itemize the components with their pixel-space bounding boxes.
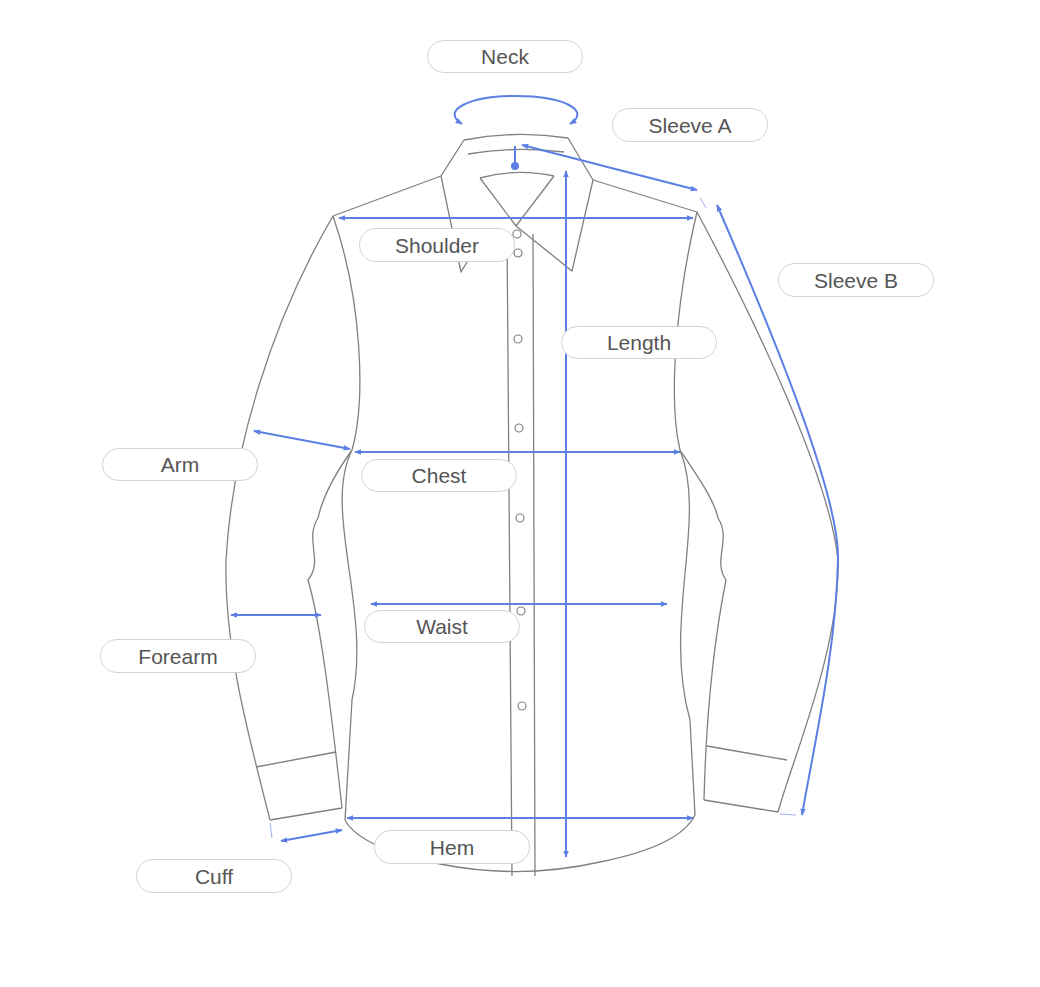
sleeve-left-inner bbox=[308, 450, 352, 808]
label-text: Sleeve B bbox=[814, 270, 898, 291]
measure-label: Waist bbox=[364, 610, 520, 643]
neck-mark bbox=[514, 146, 516, 164]
measure-arrows bbox=[231, 96, 838, 857]
measure-label: Sleeve A bbox=[612, 108, 768, 142]
shirt-outline bbox=[226, 134, 838, 876]
label-text: Cuff bbox=[195, 866, 233, 887]
sleeve-right-outer bbox=[697, 212, 838, 812]
sleeve-left-outer bbox=[226, 216, 333, 820]
measure-label: Arm bbox=[102, 448, 258, 481]
measure-label: Chest bbox=[361, 459, 517, 492]
tick bbox=[780, 814, 796, 815]
cuff-right bbox=[704, 746, 787, 812]
button bbox=[514, 335, 522, 343]
measure-label: Cuff bbox=[136, 859, 292, 893]
measure-label: Forearm bbox=[100, 639, 256, 673]
button bbox=[517, 607, 525, 615]
hem-curve bbox=[345, 815, 695, 872]
label-text: Sleeve A bbox=[649, 115, 732, 136]
neck-arrow bbox=[455, 96, 578, 124]
measure-label: Length bbox=[561, 326, 717, 359]
button bbox=[514, 249, 522, 257]
shoulder-left bbox=[333, 176, 441, 216]
forearm-arrow bbox=[231, 614, 321, 616]
label-text: Length bbox=[607, 332, 671, 353]
label-text: Arm bbox=[161, 454, 200, 475]
placket bbox=[507, 232, 535, 876]
tick bbox=[270, 823, 272, 838]
arm-arrow bbox=[254, 431, 350, 449]
measure-label: Sleeve B bbox=[778, 263, 934, 297]
label-text: Forearm bbox=[138, 646, 217, 667]
neck-dot bbox=[511, 162, 519, 170]
measure-label: Hem bbox=[374, 830, 530, 864]
button bbox=[516, 514, 524, 522]
label-text: Waist bbox=[416, 616, 468, 637]
end-ticks bbox=[270, 198, 796, 838]
button bbox=[518, 702, 526, 710]
label-text: Shoulder bbox=[395, 235, 479, 256]
measure-label: Shoulder bbox=[359, 228, 515, 262]
cuff-left bbox=[256, 752, 342, 820]
label-text: Neck bbox=[481, 46, 529, 67]
collar-band bbox=[464, 134, 568, 140]
shoulder-arrow bbox=[339, 217, 693, 219]
measure-label: Neck bbox=[427, 40, 583, 73]
chest-arrow bbox=[355, 451, 680, 453]
label-text: Hem bbox=[430, 837, 474, 858]
button bbox=[513, 230, 521, 238]
collar-line bbox=[480, 172, 554, 178]
length-arrow bbox=[565, 171, 567, 857]
waist-arrow bbox=[371, 603, 667, 605]
button bbox=[515, 424, 523, 432]
sleeve-a-arrow bbox=[522, 145, 697, 190]
hem-arrow bbox=[347, 817, 693, 819]
tick bbox=[700, 198, 706, 208]
collar-right bbox=[516, 138, 593, 271]
body-right bbox=[674, 212, 697, 815]
body-left bbox=[333, 216, 360, 820]
label-text: Chest bbox=[412, 465, 467, 486]
cuff-arrow bbox=[281, 830, 342, 841]
shoulder-right bbox=[593, 180, 697, 212]
